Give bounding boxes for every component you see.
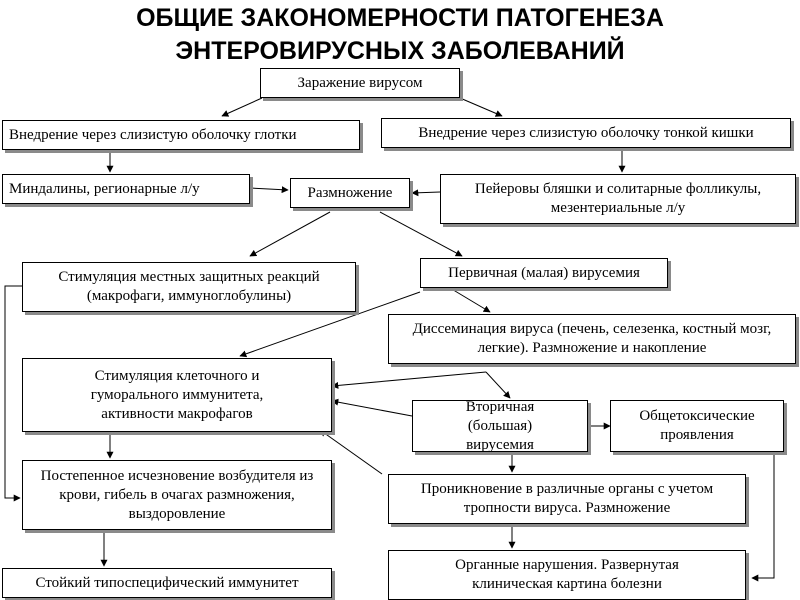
arrow-local-to-elimination [4, 285, 22, 502]
arrow-dissemination-to-secondary [485, 371, 511, 399]
node-peyer: Пейеровы бляшки и солитарные фолликулы, … [440, 174, 796, 224]
arrow-organ-penetration-to-cellular [319, 429, 383, 475]
arrow-replication-to-primary [379, 211, 463, 257]
arrow-infection-to-intestine [459, 97, 503, 117]
node-infection: Заражение вирусом [260, 68, 460, 98]
arrow-peyer-to-replication [411, 189, 441, 197]
arrow-tonsils-to-replication [249, 186, 289, 194]
node-secondary-viremia: Вторичная (большая) вирусемия [412, 399, 588, 453]
node-replication: Размножение [290, 178, 410, 208]
node-cellular-humoral: Стимуляция клеточного и гуморального имм… [22, 358, 332, 432]
node-local-defense: Стимуляция местных защитных реакций (мак… [22, 262, 356, 312]
arrow-dissemination-to-cellular [331, 371, 487, 389]
node-gradual-elimination: Постепенное исчезновение возбудителя из … [22, 460, 332, 530]
node-primary-viremia: Первичная (малая) вирусемия [420, 258, 668, 288]
node-general-toxic: Общетоксические проявления [610, 400, 784, 452]
arrow-secondary-to-cellular [331, 398, 413, 417]
node-pharynx-entry: Внедрение через слизистую оболочку глотк… [2, 120, 360, 150]
arrow-replication-to-local [249, 211, 331, 257]
node-intestine-entry: Внедрение через слизистую оболочку тонко… [381, 118, 791, 148]
node-dissemination: Диссеминация вируса (печень, селезенка, … [388, 314, 796, 364]
arrow-primary-to-dissemination [449, 287, 491, 313]
title-line-2: ЭНТЕРОВИРУСНЫХ ЗАБОЛЕВАНИЙ [175, 37, 625, 65]
node-organ-penetration: Проникновение в различные органы с учето… [388, 474, 746, 524]
arrow-infection-to-pharynx [221, 97, 263, 117]
arrow-primary-to-cellular [239, 291, 421, 358]
node-organ-damage: Органные нарушения. Развернутая клиничес… [388, 550, 746, 600]
node-tonsils: Миндалины, регионарные л/у [2, 174, 250, 204]
title-line-1: ОБЩИЕ ЗАКОНОМЕРНОСТИ ПАТОГЕНЕЗА [136, 4, 664, 32]
node-persistent-immunity: Стойкий типоспецифический иммунитет [2, 568, 332, 598]
arrow-general-toxic-to-damage [751, 454, 775, 582]
